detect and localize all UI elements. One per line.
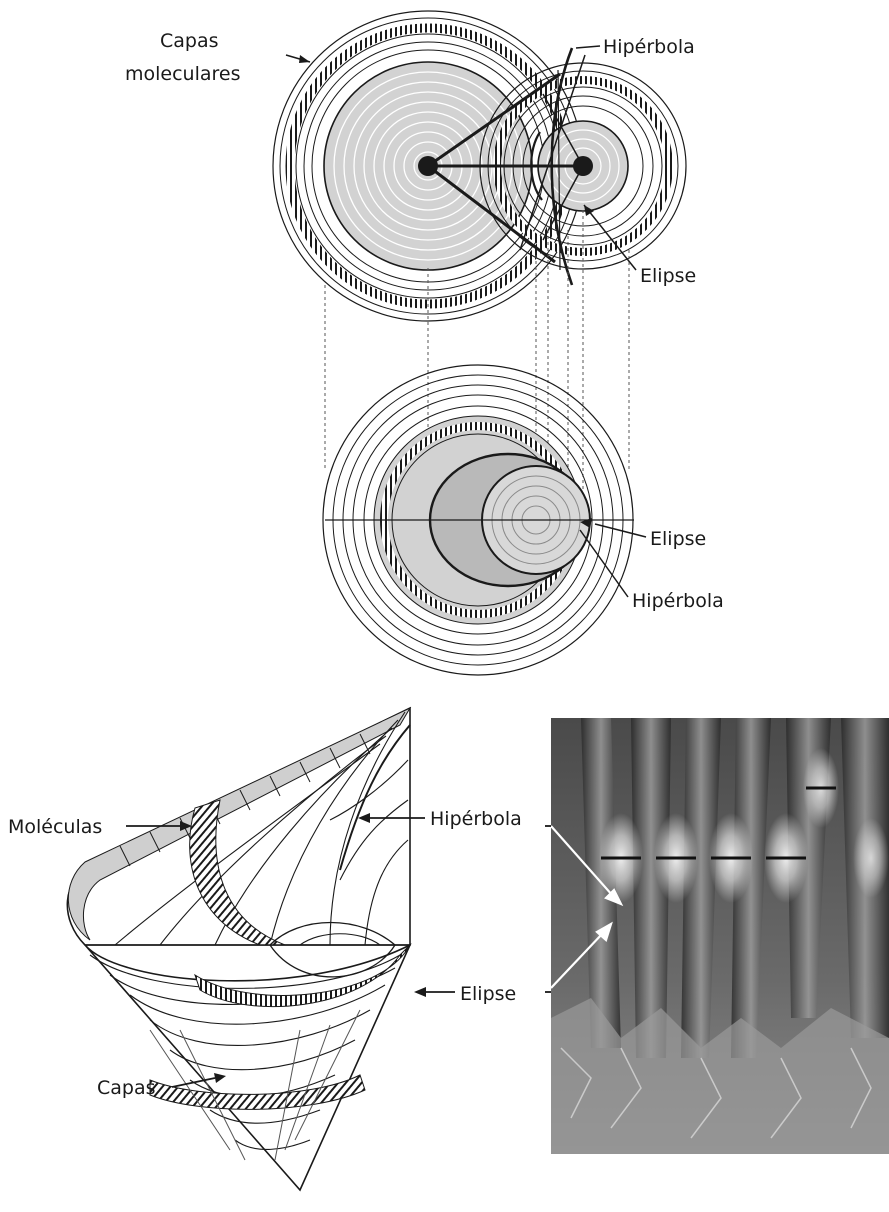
label-cone-ellipse: Elipse	[460, 983, 516, 1005]
label-middle-ellipse: Elipse	[650, 528, 706, 550]
label-molecules: Moléculas	[8, 816, 102, 838]
middle-diagram	[323, 365, 646, 675]
label-moleculares: moleculares	[125, 63, 241, 85]
label-middle-hyperbola: Hipérbola	[632, 590, 724, 612]
focus-left	[418, 156, 438, 176]
label-cone-layers: Capas	[97, 1077, 156, 1099]
label-cone-hyperbola: Hipérbola	[430, 808, 522, 830]
focus-right	[573, 156, 593, 176]
label-top-ellipse: Elipse	[640, 265, 696, 287]
cone-diagram	[67, 708, 455, 1190]
label-capas: Capas	[160, 30, 219, 52]
label-top-hyperbola: Hipérbola	[603, 36, 695, 58]
micrograph-photo	[551, 718, 889, 1154]
